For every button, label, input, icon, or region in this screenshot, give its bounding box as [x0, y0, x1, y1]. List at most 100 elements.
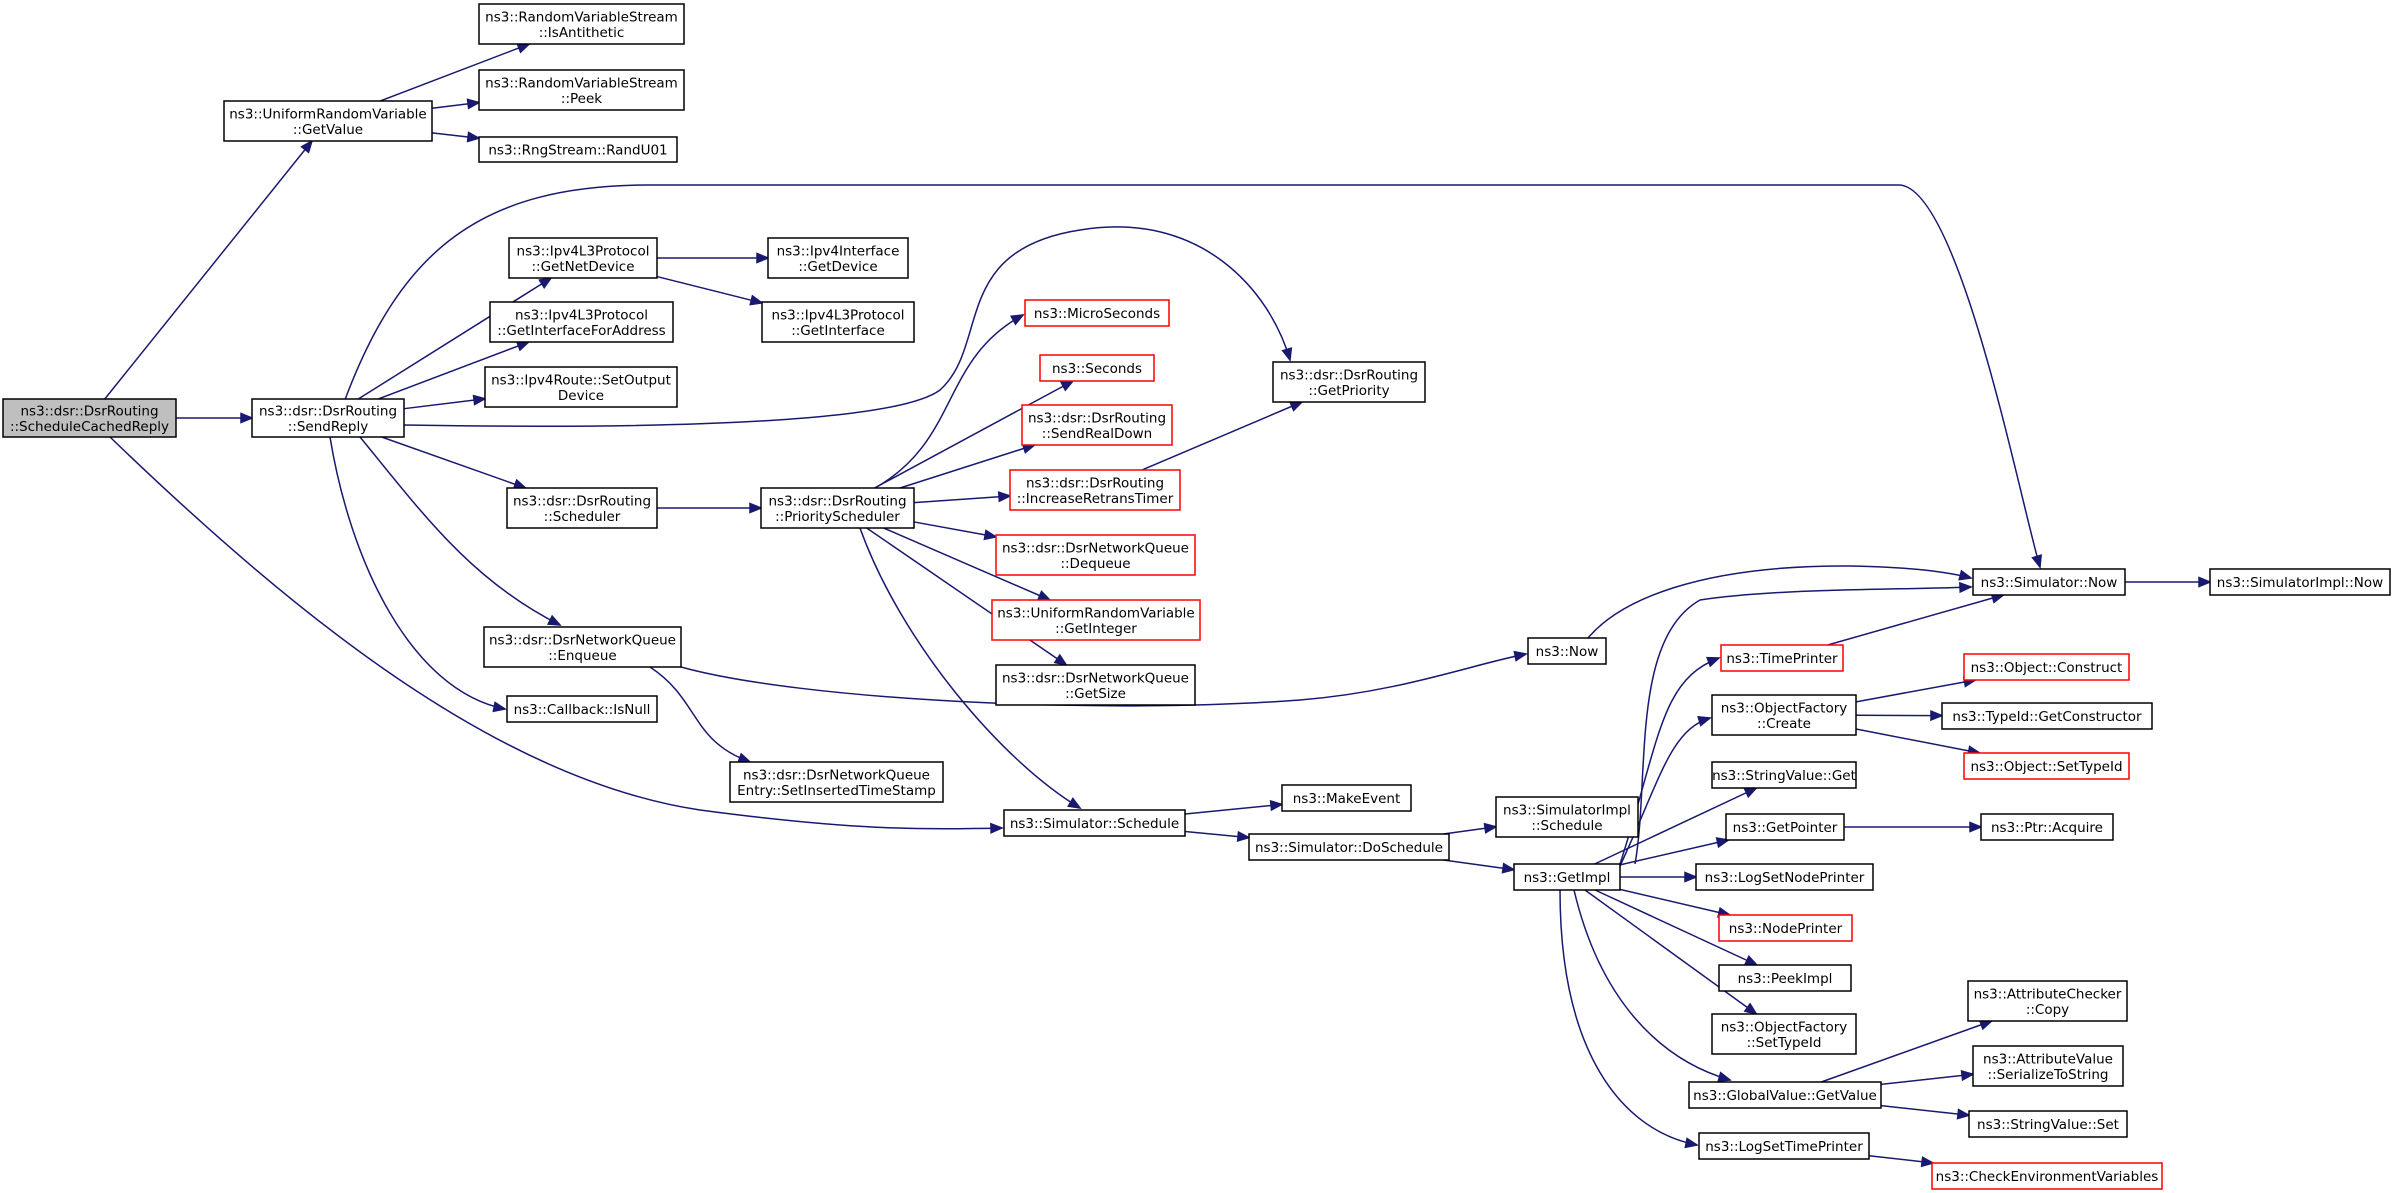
node-ipv4l3-getnetdevice[interactable]: ns3::Ipv4L3Protocol::GetNetDevice	[508, 237, 658, 279]
node-dnq-enqueue[interactable]: ns3::dsr::DsrNetworkQueue::Enqueue	[483, 626, 682, 668]
node-gv-getvalue[interactable]: ns3::GlobalValue::GetValue	[1688, 1081, 1882, 1109]
node-nodeprinter[interactable]: ns3::NodePrinter	[1718, 914, 1853, 942]
call-edge-dnq_enqueue-to-dnqe_setins	[649, 666, 752, 764]
node-sendreply[interactable]: ns3::dsr::DsrRouting::SendReply	[251, 398, 405, 438]
node-attrchecker-copy[interactable]: ns3::AttributeChecker::Copy	[1967, 980, 2128, 1022]
node-root[interactable]: ns3::dsr::DsrRouting::ScheduleCachedRepl…	[2, 398, 177, 438]
call-edge-dsr_priosched-to-sim_schedule	[859, 527, 1082, 810]
node-box	[1941, 702, 2153, 730]
node-logsettimeprinter[interactable]: ns3::LogSetTimePrinter	[1698, 1132, 1870, 1160]
node-label-line: ns3::StringValue::Set	[1977, 1117, 2119, 1133]
node-getimpl[interactable]: ns3::GetImpl	[1513, 863, 1621, 891]
node-box	[1711, 761, 1857, 789]
node-box	[478, 3, 685, 45]
node-logsetnodeprinter[interactable]: ns3::LogSetNodePrinter	[1695, 863, 1874, 891]
node-rng-randu01[interactable]: ns3::RngStream::RandU01	[478, 136, 678, 163]
node-of-settypeid[interactable]: ns3::ObjectFactory::SetTypeId	[1711, 1013, 1857, 1055]
node-label-line: ns3::dsr::DsrRouting	[768, 493, 906, 509]
node-now[interactable]: ns3::Now	[1527, 637, 1607, 665]
node-timeprinter[interactable]: ns3::TimePrinter	[1720, 644, 1844, 672]
node-box	[1281, 784, 1412, 812]
node-rvs-isanti[interactable]: ns3::RandomVariableStream::IsAntithetic	[478, 3, 685, 45]
call-edge-ipv4l3_getnetdevice-to-ipv4if_getdevice	[657, 252, 770, 264]
node-dsr-getpriority[interactable]: ns3::dsr::DsrRouting::GetPriority	[1272, 361, 1426, 403]
node-label-line: ns3::SimulatorImpl::Now	[2217, 575, 2383, 591]
node-box	[1039, 354, 1155, 382]
node-label-line: ns3::AttributeChecker	[1974, 986, 2122, 1002]
node-box	[1718, 914, 1853, 942]
node-seconds[interactable]: ns3::Seconds	[1039, 354, 1155, 382]
call-edge-sim_now-to-simimpl_now	[2125, 576, 2212, 588]
node-dnq-getsize[interactable]: ns3::dsr::DsrNetworkQueue::GetSize	[995, 664, 1196, 706]
node-ipv4l3-getifaddr[interactable]: ns3::Ipv4L3Protocol::GetInterfaceForAddr…	[489, 301, 674, 343]
node-sim-doschedule[interactable]: ns3::Simulator::DoSchedule	[1248, 833, 1450, 861]
call-edge-root-to-sendreply	[176, 412, 254, 424]
node-stringvalue-get[interactable]: ns3::StringValue::Get	[1711, 761, 1857, 789]
node-box	[1931, 1162, 2163, 1190]
node-simimpl-schedule[interactable]: ns3::SimulatorImpl::Schedule	[1495, 796, 1639, 838]
node-label-line: ns3::Ipv4Route::SetOutput	[491, 372, 671, 388]
call-edge-sim_doschedule-to-getimpl	[1443, 859, 1516, 874]
node-microseconds[interactable]: ns3::MicroSeconds	[1024, 299, 1170, 327]
node-label-line: ::Dequeue	[1060, 556, 1130, 572]
node-urv-getinteger[interactable]: ns3::UniformRandomVariable::GetInteger	[991, 599, 1201, 641]
node-label-line: Entry::SetInsertedTimeStamp	[737, 783, 936, 799]
node-sendrealdown[interactable]: ns3::dsr::DsrRouting::SendRealDown	[1021, 404, 1173, 446]
call-edge-sendreply-to-sim_now	[342, 184, 2043, 569]
node-box	[991, 599, 1201, 641]
node-attrvalue-ser[interactable]: ns3::AttributeValue::SerializeToString	[1972, 1045, 2124, 1087]
node-ipv4l3-getinterface[interactable]: ns3::Ipv4L3Protocol::GetInterface	[761, 301, 915, 343]
node-label-line: ns3::ObjectFactory	[1721, 700, 1848, 716]
node-obj-construct[interactable]: ns3::Object::Construct	[1963, 653, 2130, 681]
node-box	[729, 761, 944, 803]
node-label-line: ns3::RandomVariableStream	[485, 75, 678, 91]
node-label-line: ns3::Object::SetTypeId	[1970, 759, 2122, 775]
node-label-line: ns3::dsr::DsrNetworkQueue	[489, 632, 676, 648]
call-edge-of_create-to-typeid_getctor	[1855, 709, 1944, 722]
node-box	[508, 237, 658, 279]
node-checkenv[interactable]: ns3::CheckEnvironmentVariables	[1931, 1162, 2163, 1190]
call-edge-sim_schedule-to-sim_doschedule	[1184, 830, 1251, 843]
node-rvs-peek[interactable]: ns3::RandomVariableStream::Peek	[478, 69, 685, 111]
node-label-line: ns3::Simulator::Schedule	[1010, 816, 1179, 832]
node-getpointer[interactable]: ns3::GetPointer	[1725, 813, 1845, 841]
call-edge-getimpl-to-logsetnodeprinter	[1620, 871, 1698, 883]
node-label-line: ::GetInterfaceForAddress	[497, 323, 665, 339]
node-ptr-acquire[interactable]: ns3::Ptr::Acquire	[1980, 813, 2114, 841]
node-box	[1024, 299, 1170, 327]
node-label-line: ns3::Ipv4L3Protocol	[772, 307, 905, 323]
node-box	[1711, 694, 1857, 736]
call-edge-urv_getvalue-to-rng_randu01	[431, 131, 481, 143]
node-dsr-scheduler[interactable]: ns3::dsr::DsrRouting::Scheduler	[506, 487, 658, 529]
node-typeid-getctor[interactable]: ns3::TypeId::GetConstructor	[1941, 702, 2153, 730]
node-stringvalue-set[interactable]: ns3::StringValue::Set	[1968, 1110, 2128, 1138]
node-label-line: ns3::LogSetTimePrinter	[1705, 1139, 1863, 1155]
node-obj-settypeid[interactable]: ns3::Object::SetTypeId	[1963, 752, 2130, 780]
node-sim-schedule[interactable]: ns3::Simulator::Schedule	[1003, 809, 1186, 837]
node-urv-getvalue[interactable]: ns3::UniformRandomVariable::GetValue	[223, 100, 433, 142]
node-label-line: ns3::Ptr::Acquire	[1991, 820, 2103, 836]
node-ipv4if-getdevice[interactable]: ns3::Ipv4Interface::GetDevice	[767, 237, 909, 279]
node-label-line: ::SendReply	[288, 419, 369, 435]
node-dnqe-setins[interactable]: ns3::dsr::DsrNetworkQueueEntry::SetInser…	[729, 761, 944, 803]
call-edge-timeprinter-to-sim_now	[1827, 592, 2006, 646]
node-box	[223, 100, 433, 142]
node-simimpl-now[interactable]: ns3::SimulatorImpl::Now	[2209, 568, 2391, 596]
node-of-create[interactable]: ns3::ObjectFactory::Create	[1711, 694, 1857, 736]
node-sim-now[interactable]: ns3::Simulator::Now	[1972, 568, 2126, 596]
node-incretrans[interactable]: ns3::dsr::DsrRouting::IncreaseRetransTim…	[1009, 469, 1181, 511]
node-box	[2209, 568, 2391, 596]
node-peekimpl[interactable]: ns3::PeekImpl	[1718, 964, 1852, 992]
node-dsr-priosched[interactable]: ns3::dsr::DsrRouting::PriorityScheduler	[760, 487, 915, 529]
node-box	[1967, 980, 2128, 1022]
call-edge-sendreply-to-cb_isnull	[329, 436, 507, 713]
node-dnq-dequeue[interactable]: ns3::dsr::DsrNetworkQueue::Dequeue	[995, 534, 1196, 576]
node-box	[1720, 644, 1844, 672]
call-edge-logsettimeprinter-to-checkenv	[1868, 1154, 1936, 1168]
node-box	[1495, 796, 1639, 838]
node-label-line: ::GetDevice	[798, 259, 877, 275]
node-makeevent[interactable]: ns3::MakeEvent	[1281, 784, 1412, 812]
node-cb-isnull[interactable]: ns3::Callback::IsNull	[506, 695, 658, 723]
node-label-line: ns3::GetPointer	[1733, 820, 1838, 836]
